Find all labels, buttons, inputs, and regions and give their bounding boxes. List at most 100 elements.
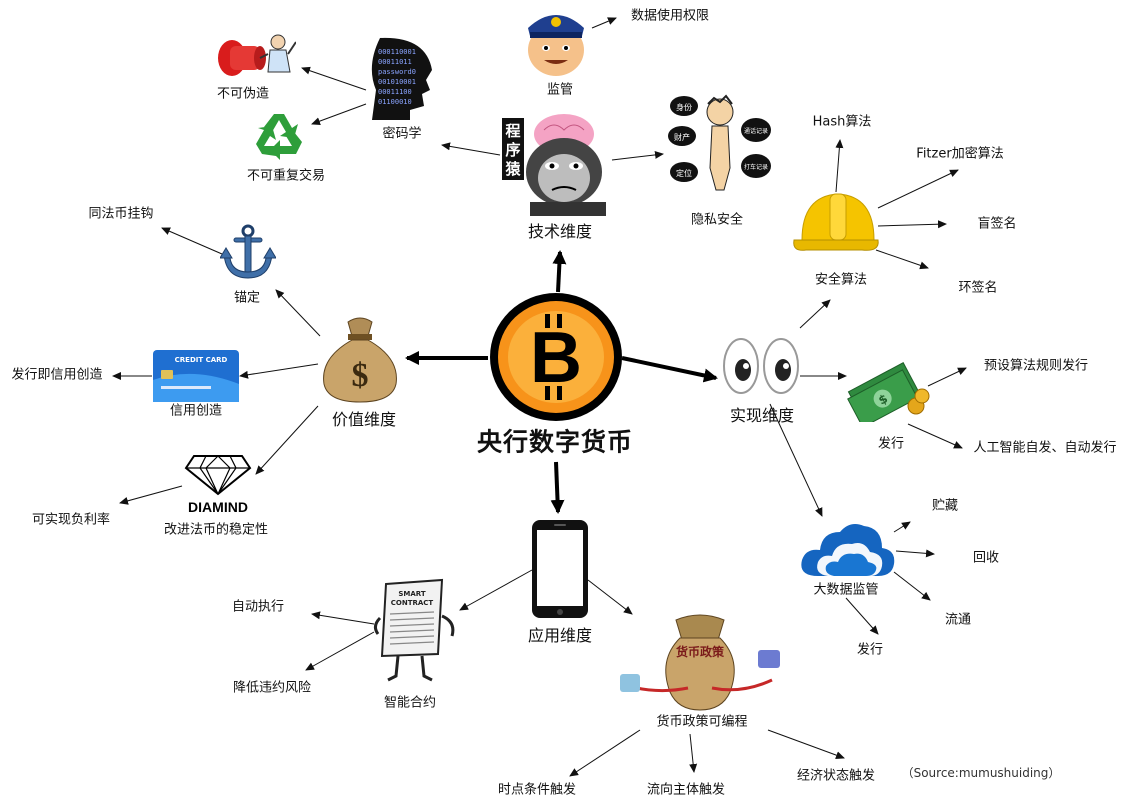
edge-contract-risk xyxy=(305,631,375,671)
label-smart-contract: 智能合约 xyxy=(383,695,437,711)
stamp-icon xyxy=(212,28,296,80)
edge-policy-flow xyxy=(689,733,698,773)
privacy-tag-property: 财产 xyxy=(674,132,690,142)
label-lower-risk: 降低违约风险 xyxy=(232,680,312,696)
edge-eyes-bigdata xyxy=(769,403,823,517)
edge-ape-crypto xyxy=(441,142,501,156)
edge-moneybag-anchor xyxy=(275,289,321,337)
svg-text:B: B xyxy=(530,318,582,398)
svg-text:猿: 猿 xyxy=(504,160,521,178)
anchor-icon xyxy=(220,224,276,282)
label-flow-trigger: 流向主体触发 xyxy=(646,782,726,798)
eyes-icon xyxy=(722,336,800,396)
smart-contract-icon: SMART CONTRACT xyxy=(372,578,460,684)
police-officer-icon xyxy=(520,6,592,78)
label-data-access: 数据使用权限 xyxy=(630,8,710,24)
privacy-tag-rides: 打车记录 xyxy=(744,163,768,171)
edge-helmet-blind xyxy=(877,220,947,229)
label-anchor: 锚定 xyxy=(233,290,261,306)
svg-text:password0: password0 xyxy=(378,68,416,76)
label-credit-creation: 信用创造 xyxy=(169,403,223,419)
label-bigdata: 大数据监管 xyxy=(813,582,879,598)
source-credit: （Source:mumushuiding） xyxy=(901,766,1061,780)
edge-center-tech xyxy=(552,250,567,293)
label-cryptography: 密码学 xyxy=(382,126,422,142)
edge-anchor-fiat xyxy=(161,227,223,255)
smartphone-icon xyxy=(532,520,588,618)
card-text: CREDIT CARD xyxy=(175,356,228,364)
label-econ-trigger: 经济状态触发 xyxy=(796,768,876,784)
label-hoard: 贮藏 xyxy=(931,498,959,514)
privacy-tag-location: 定位 xyxy=(676,168,692,178)
edge-policy-time xyxy=(569,729,641,777)
label-recall: 回收 xyxy=(972,550,1000,566)
svg-text:00011011: 00011011 xyxy=(378,58,412,66)
label-negative-rate: 可实现负利率 xyxy=(31,512,111,528)
edge-eyes-security xyxy=(799,299,831,329)
edge-moneybag-diamond xyxy=(255,405,319,475)
edge-money-ai xyxy=(907,423,963,449)
label-issue-is-credit: 发行即信用创造 xyxy=(11,367,103,383)
edge-cloud-recall xyxy=(895,549,935,558)
edge-phone-policy xyxy=(587,579,633,615)
cash-bills-icon: $ xyxy=(846,356,930,422)
edge-cloud-issue xyxy=(845,597,879,635)
dimension-impl: 实现维度 xyxy=(729,406,795,425)
label-ring-sig: 环签名 xyxy=(958,280,998,296)
money-bag-icon: $ xyxy=(318,314,402,404)
diamond-text: DIAMIND xyxy=(188,499,248,514)
diamond-icon: DIAMIND xyxy=(184,452,252,514)
edge-cloud-circulate xyxy=(893,571,931,601)
svg-text:CONTRACT: CONTRACT xyxy=(391,599,434,607)
label-ai-issue: 人工智能自发、自动发行 xyxy=(973,440,1117,456)
policy-bag-text: 货币政策 xyxy=(676,644,725,659)
cloud-icon xyxy=(798,518,896,580)
label-issuance: 发行 xyxy=(877,436,905,452)
dimension-value: 价值维度 xyxy=(331,410,397,429)
edge-crypto-nodouble xyxy=(311,103,367,125)
edge-center-app xyxy=(550,461,565,514)
svg-text:000110001: 000110001 xyxy=(378,48,416,56)
edge-ape-privacy xyxy=(611,150,664,161)
label-fitzer: Fitzer加密算法 xyxy=(916,146,1004,162)
privacy-tag-identity: 身份 xyxy=(676,102,692,112)
label-auto-exec: 自动执行 xyxy=(231,599,285,615)
svg-text:$: $ xyxy=(352,357,369,394)
dimension-tech: 技术维度 xyxy=(527,222,593,241)
label-bigdata-issue: 发行 xyxy=(856,642,884,658)
label-programmable: 货币政策可编程 xyxy=(656,714,748,730)
edge-cloud-hoard xyxy=(893,521,911,533)
label-supervision: 监管 xyxy=(546,82,574,98)
privacy-tag-calls: 通话记录 xyxy=(744,127,768,135)
svg-text:序: 序 xyxy=(505,141,520,159)
edge-center-impl xyxy=(621,356,718,383)
edge-crypto-unforgeable xyxy=(301,66,367,91)
label-no-double-spend: 不可重复交易 xyxy=(246,168,326,184)
privacy-person-icon: 身份 财产 定位 通话记录 打车记录 xyxy=(668,94,772,194)
label-preset-issue: 预设算法规则发行 xyxy=(983,358,1089,374)
svg-text:01100010: 01100010 xyxy=(378,98,412,106)
edge-helmet-fitzer xyxy=(877,169,959,209)
label-hash: Hash算法 xyxy=(812,114,872,130)
bitcoin-icon: B xyxy=(489,292,623,422)
dimension-app: 应用维度 xyxy=(527,626,593,645)
safety-helmet-icon xyxy=(792,190,880,260)
center-title: 央行数字货币 xyxy=(476,427,634,457)
label-fiat-peg: 同法币挂钩 xyxy=(88,206,154,222)
label-time-trigger: 时点条件触发 xyxy=(497,782,577,798)
label-unforgeable: 不可伪造 xyxy=(216,86,270,102)
label-stability: 改进法币的稳定性 xyxy=(163,522,269,538)
edge-policy-econ xyxy=(767,729,845,759)
programmer-ape-icon: 程 序 猿 xyxy=(500,110,612,218)
edge-police-data xyxy=(591,17,617,29)
svg-text:SMART: SMART xyxy=(398,590,426,598)
recycle-icon xyxy=(254,108,310,162)
edge-diamond-negrate xyxy=(119,485,183,505)
label-circulate: 流通 xyxy=(944,612,972,628)
edge-helmet-ring xyxy=(875,249,929,270)
edge-money-preset xyxy=(927,367,967,387)
policy-tug-of-war-icon: 货币政策 xyxy=(618,610,782,714)
cryptography-head-icon: 000110001 00011011 password0 001010001 0… xyxy=(366,36,436,120)
label-blind-sig: 盲签名 xyxy=(977,216,1017,232)
